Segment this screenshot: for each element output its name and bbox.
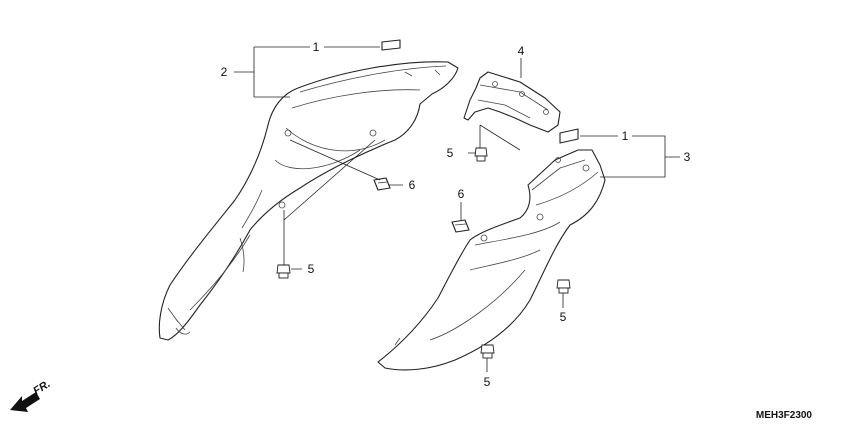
callout-5-upper: 5 (447, 146, 454, 160)
right-side-cover (377, 149, 606, 371)
screw-right (556, 279, 571, 294)
screw-bottom (480, 344, 495, 359)
left-side-cover (158, 61, 459, 341)
decal-right (559, 128, 579, 144)
front-direction-arrow-icon (10, 392, 40, 412)
callout-5-left: 5 (308, 262, 315, 276)
rear-upper-cover (463, 71, 561, 133)
callout-6-right: 6 (458, 187, 465, 201)
clip-left (373, 177, 391, 191)
screw-left (276, 264, 291, 279)
leader-lines (234, 46, 680, 372)
callout-2: 2 (221, 65, 228, 79)
callout-6-left: 6 (409, 178, 416, 192)
screw-upper (474, 147, 488, 162)
callout-1-right: 1 (622, 129, 629, 143)
diagram-code: MEH3F2300 (756, 410, 813, 421)
callout-4: 4 (518, 44, 525, 58)
callout-1-left: 1 (313, 40, 320, 54)
decal-left (381, 39, 401, 51)
callout-3: 3 (684, 150, 691, 164)
clip-right (451, 219, 470, 233)
callout-5-right: 5 (560, 310, 567, 324)
callout-5-bottom: 5 (484, 375, 491, 389)
